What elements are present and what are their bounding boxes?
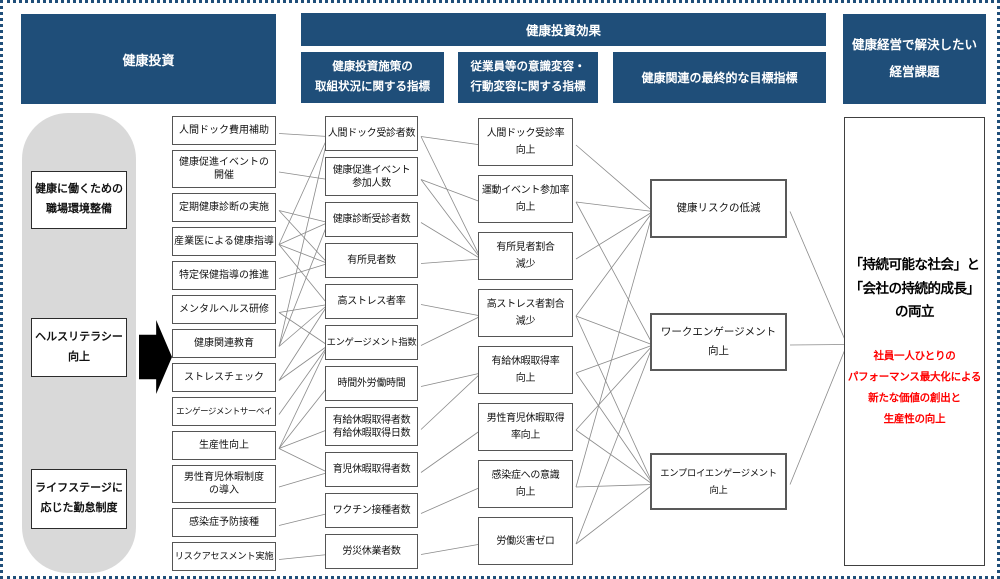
foundation-box: ヘルスリテラシー 向上 [31, 318, 127, 377]
header-behavior-indicators: 従業員等の意識変容・ 行動変容に関する指標 [458, 52, 598, 103]
measure-box: 感染症予防接種 [172, 508, 276, 537]
behavior-indicator-box: 人間ドック受診率 向上 [478, 118, 573, 166]
status-indicator-box: ワクチン接種者数 [325, 493, 418, 528]
measure-box: 健康関連教育 [172, 329, 276, 358]
foundation-box: ライフステージに 応じた勤怠制度 [31, 469, 127, 529]
target-indicator-box: 健康リスクの低減 [650, 179, 787, 238]
foundation-column: 健康に働くための 職場環境整備 ヘルスリテラシー 向上 ライフステージに 応じた… [22, 113, 136, 573]
measure-box: エンゲージメントサーベイ [172, 397, 276, 426]
status-indicator-box: 人間ドック受診者数 [325, 116, 418, 151]
measure-box: メンタルヘルス研修 [172, 295, 276, 324]
status-indicator-box: 労災休業者数 [325, 534, 418, 569]
measure-box: ストレスチェック [172, 363, 276, 392]
target-indicator-box: ワークエンゲージメント 向上 [650, 313, 787, 371]
goal-main-text: 「持続可能な社会」と 「会社の持続的成長」 の両立 [849, 257, 981, 320]
behavior-indicator-box: 有給休暇取得率 向上 [478, 346, 573, 394]
foundation-box: 健康に働くための 職場環境整備 [31, 171, 127, 229]
header-health-investment: 健康投資 [21, 14, 276, 104]
behavior-indicators-column: 人間ドック受診率 向上 運動イベント参加率 向上 有所見者割合 減少 高ストレス… [478, 118, 573, 565]
measure-box: 健康促進イベントの 開催 [172, 150, 276, 188]
header-health-investment-effect: 健康投資効果 [301, 13, 826, 46]
measure-box: リスクアセスメント実施 [172, 542, 276, 571]
status-indicator-box: 有所見者数 [325, 243, 418, 278]
header-status-indicators: 健康投資施策の 取組状況に関する指標 [301, 52, 444, 103]
header-final-target-indicators: 健康関連の最終的な目標指標 [613, 52, 826, 103]
measure-box: 人間ドック費用補助 [172, 116, 276, 145]
status-indicator-box: 高ストレス者率 [325, 284, 418, 319]
measure-box: 定期健康診断の実施 [172, 193, 276, 222]
measure-box: 特定保健指導の推進 [172, 261, 276, 290]
behavior-indicator-box: 感染症への意識 向上 [478, 460, 573, 508]
status-indicator-box: 育児休暇取得者数 [325, 452, 418, 487]
measures-column: 人間ドック費用補助 健康促進イベントの 開催 定期健康診断の実施 産業医による健… [172, 116, 276, 571]
header-management-issues: 健康経営で解決したい 経営課題 [843, 14, 986, 104]
management-goal-box: 「持続可能な社会」と 「会社の持続的成長」 の両立 社員一人ひとりの パフォーマ… [844, 117, 985, 566]
status-indicator-box: 有給休暇取得者数 有給休暇取得日数 [325, 407, 418, 446]
status-indicator-box: 時間外労働時間 [325, 366, 418, 401]
behavior-indicator-box: 有所見者割合 減少 [478, 232, 573, 280]
status-indicators-column: 人間ドック受診者数 健康促進イベント 参加人数 健康診断受診者数 有所見者数 高… [325, 116, 418, 569]
behavior-indicator-box: 労働災害ゼロ [478, 517, 573, 565]
right-arrow-icon [139, 320, 172, 394]
measure-box: 産業医による健康指導 [172, 227, 276, 256]
measure-box: 生産性向上 [172, 431, 276, 460]
status-indicator-box: 健康診断受診者数 [325, 202, 418, 237]
target-indicator-box: エンプロイエンゲージメント 向上 [650, 453, 787, 510]
goal-sub-text: 社員一人ひとりの パフォーマンス最大化による 新たな価値の創出と 生産性の向上 [847, 349, 982, 425]
target-indicators-column: 健康リスクの低減 ワークエンゲージメント 向上 エンプロイエンゲージメント 向上 [650, 179, 787, 510]
behavior-indicator-box: 男性育児休暇取得 率向上 [478, 403, 573, 451]
status-indicator-box: 健康促進イベント 参加人数 [325, 157, 418, 196]
measure-box: 男性育児休暇制度 の導入 [172, 465, 276, 503]
behavior-indicator-box: 運動イベント参加率 向上 [478, 175, 573, 223]
behavior-indicator-box: 高ストレス者割合 減少 [478, 289, 573, 337]
status-indicator-box: エンゲージメント指数 [325, 325, 418, 360]
